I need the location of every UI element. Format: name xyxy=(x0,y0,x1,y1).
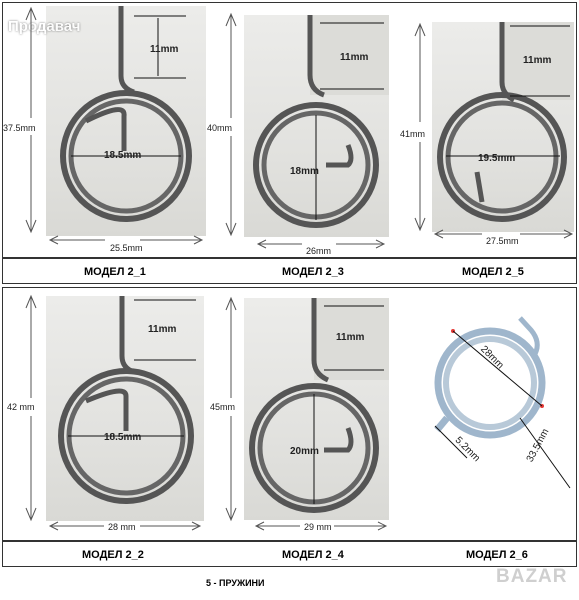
model-2-3-spring-image xyxy=(253,15,389,228)
page-caption: 5 - ПРУЖИНИ xyxy=(206,578,265,588)
model-2-2-tab-label: 11mm xyxy=(148,324,177,335)
model-2-1-height-label: 37.5mm xyxy=(3,123,36,133)
model-2-3-title: МОДЕЛ 2_3 xyxy=(282,266,344,278)
model-2-5-width-label: 27.5mm xyxy=(486,236,519,246)
bottom-panel-frame xyxy=(2,287,577,541)
model-2-5-spring-image xyxy=(437,22,574,222)
model-2-1-spring-image xyxy=(60,6,192,222)
model-2-5-height-label: 41mm xyxy=(400,129,426,139)
model-2-2-spring-image xyxy=(58,296,196,504)
model-2-4-photo xyxy=(244,298,389,520)
model-2-5-photo xyxy=(432,22,574,232)
model-2-4-height-label: 45mm xyxy=(210,402,236,412)
model-2-6-title: МОДЕЛ 2_6 xyxy=(466,549,528,561)
model-2-2-height-label: 42 mm xyxy=(7,402,35,412)
model-2-2-width-label: 28 mm xyxy=(108,522,136,532)
model-2-6-spring-image xyxy=(434,316,571,489)
model-2-4-spring-image xyxy=(249,298,389,513)
model-2-1-inner-label: 18.5mm xyxy=(104,150,142,161)
model-2-4-width-label: 29 mm xyxy=(304,522,332,532)
model-2-2-inner-label: 18.5mm xyxy=(104,432,142,443)
model-2-4-tab-label: 11mm xyxy=(336,332,365,343)
bottom-label-bar xyxy=(2,541,577,567)
seller-watermark: Продавач xyxy=(8,18,81,35)
model-2-2-title: МОДЕЛ 2_2 xyxy=(82,549,144,561)
model-2-4-inner-label: 20mm xyxy=(290,446,319,457)
model-2-5-tab-label: 11mm xyxy=(523,55,552,66)
top-label-bar xyxy=(2,258,577,284)
model-2-3-photo xyxy=(244,15,389,237)
model-2-3-width-label: 26mm xyxy=(306,246,332,256)
model-2-1-photo xyxy=(46,6,206,236)
model-2-5-inner-label: 19.5mm xyxy=(478,153,516,164)
model-2-5-title: МОДЕЛ 2_5 xyxy=(462,266,524,278)
model-2-3-tab-label: 11mm xyxy=(340,52,369,63)
model-2-2-photo xyxy=(46,296,204,521)
top-panel-frame xyxy=(2,2,577,258)
model-2-1-title: МОДЕЛ 2_1 xyxy=(84,266,146,278)
model-2-1-width-label: 25.5mm xyxy=(110,243,143,253)
model-2-6-render xyxy=(425,308,575,508)
model-2-1-tab-label: 11mm xyxy=(150,44,179,55)
model-2-3-height-label: 40mm xyxy=(207,123,233,133)
model-2-4-title: МОДЕЛ 2_4 xyxy=(282,549,344,561)
site-watermark: BAZAR xyxy=(496,566,568,587)
model-2-3-inner-label: 18mm xyxy=(290,166,319,177)
